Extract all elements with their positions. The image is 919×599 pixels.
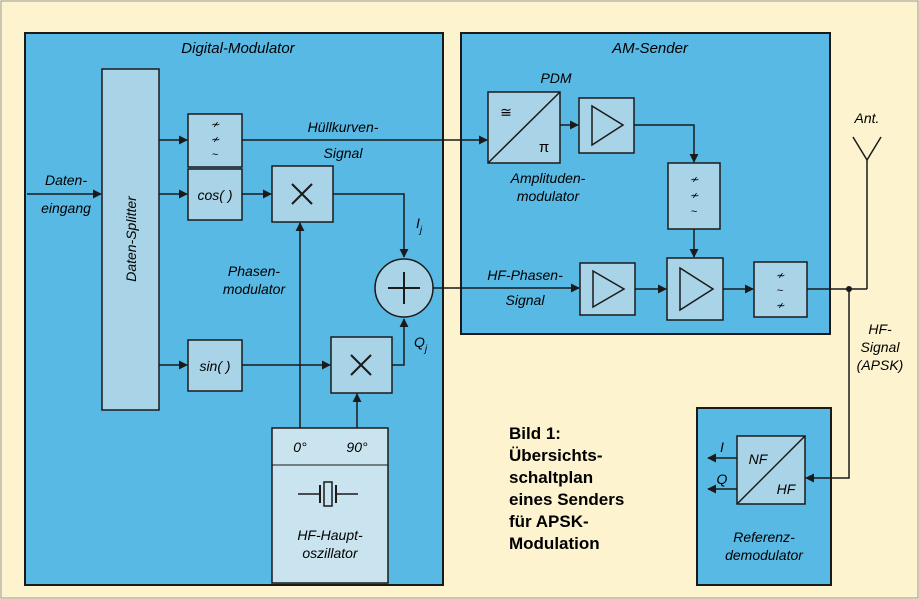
- figure-caption: Bild 1: Übersichts- schaltplan eines Sen…: [509, 424, 624, 553]
- oscillator-90-label: 90°: [346, 439, 368, 455]
- pdm-amplifier-block: [578, 97, 635, 154]
- multiplier-i-symbol-b: [291, 183, 313, 205]
- pdm-symbol-top: ≅: [500, 104, 512, 120]
- data-input-label-1: Daten-: [45, 172, 87, 188]
- envelope-signal-label-1: Hüllkurven-: [308, 119, 379, 135]
- output-filter-symbol-1: ≁: [775, 270, 785, 282]
- output-filter-symbol-2: ~: [777, 285, 784, 297]
- caption-line-2: Übersichts-: [509, 446, 603, 465]
- demod-i-label: I: [720, 439, 724, 455]
- multiplier-q-symbol-b: [350, 354, 372, 376]
- data-splitter-label: Daten-Splitter: [123, 195, 139, 282]
- i-signal-arrow: [333, 193, 409, 258]
- oscillator-name-2: oszillator: [302, 545, 359, 561]
- envelope-filter-symbol-2: ≁: [210, 134, 220, 146]
- demod-diagonal: [736, 435, 806, 505]
- reference-demod-name-2: demodulator: [725, 547, 804, 563]
- amplitude-modulator-label-2: modulator: [517, 188, 581, 204]
- demod-hf-label: HF: [777, 481, 797, 497]
- sin-label: sin( ): [199, 358, 230, 374]
- crystal-icon: [298, 481, 358, 507]
- caption-line-4: eines Senders: [509, 490, 624, 509]
- data-splitter-block: [101, 68, 160, 411]
- hf-driver-amplifier-block: [579, 262, 636, 316]
- demod-nf-label: NF: [749, 451, 769, 467]
- am-filter-symbol-1: ≁: [689, 174, 699, 186]
- oscillator-name-1: HF-Haupt-: [297, 527, 363, 543]
- phase-modulator-label-2: modulator: [223, 281, 287, 297]
- reference-demod-name-1: Referenz-: [733, 529, 795, 545]
- phase-modulator-label-1: Phasen-: [228, 263, 280, 279]
- amplifier-icon: [679, 266, 715, 312]
- amp-to-filter-arrow: [634, 124, 699, 163]
- amplifier-icon: [592, 269, 626, 309]
- hf-signal-label-2: Signal: [861, 339, 901, 355]
- final-amplifier-block: [666, 257, 724, 321]
- output-filter-block: [753, 261, 808, 318]
- digital-modulator-title: Digital-Modulator: [181, 40, 295, 57]
- am-filter-symbol-2: ≁: [689, 190, 699, 202]
- caption-line-6: Modulation: [509, 534, 600, 553]
- caption-line-1: Bild 1:: [509, 424, 561, 443]
- caption-line-3: schaltplan: [509, 468, 593, 487]
- i-label: Ij: [416, 215, 423, 236]
- output-filter-symbol-3: ≁: [775, 300, 785, 312]
- antenna-icon: [852, 136, 882, 161]
- amplifier-icon: [591, 104, 625, 147]
- demod-q-label: Q: [717, 471, 728, 487]
- signal-to-demodulator-arrow: [805, 289, 850, 483]
- pdm-diagonal: [487, 91, 561, 164]
- envelope-filter-symbol-1: ≁: [210, 119, 220, 131]
- pdm-label: PDM: [540, 70, 571, 86]
- caption-line-5: für APSK-: [509, 512, 589, 531]
- am-filter-block: [667, 162, 721, 230]
- oscillator-0-label: 0°: [293, 439, 307, 455]
- envelope-signal-label-2: Signal: [324, 145, 364, 161]
- envelope-filter-symbol-3: ~: [212, 149, 219, 161]
- hf-signal-label-3: (APSK): [857, 357, 904, 373]
- cos-label: cos( ): [198, 187, 233, 203]
- am-sender-title: AM-Sender: [611, 40, 689, 57]
- hf-phase-signal-label-1: HF-Phasen-: [487, 267, 563, 283]
- q-signal-arrow: [392, 318, 409, 366]
- antenna-label: Ant.: [854, 110, 880, 126]
- hf-phase-signal-label-2: Signal: [506, 292, 546, 308]
- am-filter-symbol-3: ~: [691, 206, 698, 218]
- hf-signal-label-1: HF-: [868, 321, 892, 337]
- pdm-symbol-bottom: π: [539, 139, 549, 156]
- data-input-label-2: eingang: [41, 200, 91, 216]
- amplitude-modulator-label-1: Amplituden-: [510, 170, 586, 186]
- q-label: Qj: [414, 334, 428, 355]
